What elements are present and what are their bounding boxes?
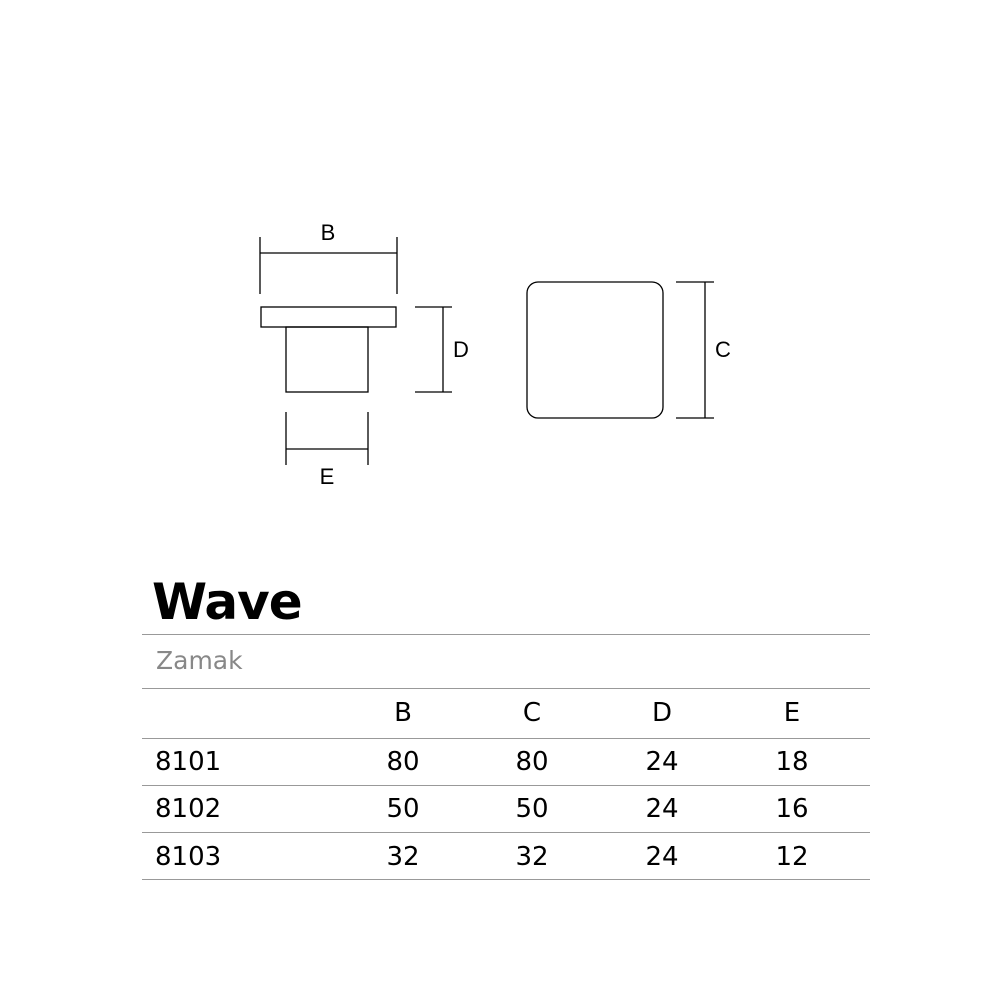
divider: [142, 879, 870, 880]
header-e: E: [783, 698, 801, 728]
row-code: 8103: [155, 842, 222, 872]
header-d: D: [651, 698, 673, 728]
product-material: Zamak: [156, 646, 243, 675]
dimension-e: [285, 412, 369, 465]
divider: [142, 634, 870, 635]
dimension-b: [259, 237, 398, 294]
row-code: 8101: [155, 747, 222, 777]
cell-d: 24: [645, 794, 679, 824]
header-c: C: [522, 698, 542, 728]
cell-d: 24: [645, 842, 679, 872]
cell-b: 32: [386, 842, 420, 872]
cell-e: 12: [775, 842, 809, 872]
cell-d: 24: [645, 747, 679, 777]
header-b: B: [394, 698, 412, 728]
cell-b: 50: [386, 794, 420, 824]
cell-e: 16: [775, 794, 809, 824]
divider: [142, 738, 870, 739]
cell-b: 80: [386, 747, 420, 777]
knob-stem-side: [285, 326, 369, 393]
dimension-c: [676, 281, 714, 419]
technical-drawing: B D E C: [259, 220, 731, 489]
cell-c: 50: [515, 794, 549, 824]
divider: [142, 785, 870, 786]
knob-front: [526, 281, 664, 419]
cell-c: 80: [515, 747, 549, 777]
cell-e: 18: [775, 747, 809, 777]
knob-cap-side: [260, 306, 397, 328]
label-e: E: [320, 464, 335, 489]
divider: [142, 688, 870, 689]
label-d: D: [453, 337, 469, 362]
dimension-d: [415, 306, 452, 393]
label-c: C: [715, 337, 731, 362]
row-code: 8102: [155, 794, 222, 824]
product-title: Wave: [152, 573, 303, 631]
cell-c: 32: [515, 842, 549, 872]
label-b: B: [321, 220, 336, 245]
divider: [142, 832, 870, 833]
